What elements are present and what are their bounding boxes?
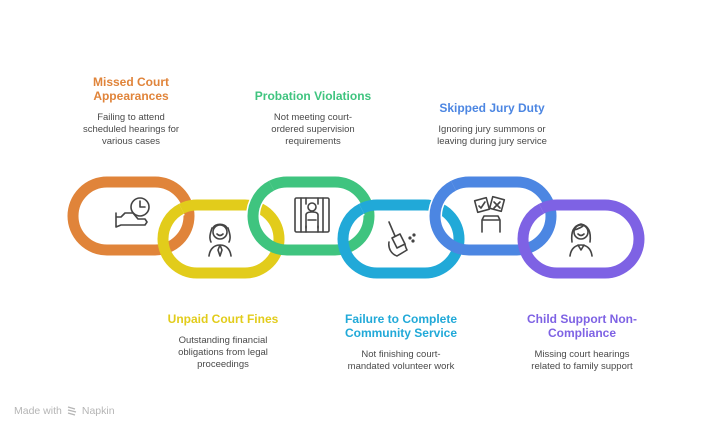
item-description-line: mandated volunteer work <box>347 361 455 372</box>
item-title-line: Probation Violations <box>254 89 372 103</box>
item-title-line: Skipped Jury Duty <box>439 101 545 115</box>
item-description: Not finishing court-mandated volunteer w… <box>316 349 486 373</box>
item-description-line: Not finishing court- <box>361 349 441 360</box>
item-description-line: proceedings <box>197 359 249 370</box>
napkin-brand-text: Napkin <box>81 405 115 417</box>
item-title-line: Missed Court <box>92 75 169 89</box>
item-description-line: related to family support <box>531 361 633 372</box>
broom-icon <box>388 221 416 257</box>
woman-icon <box>569 223 593 257</box>
chain-link-overlap-6 <box>517 203 545 240</box>
item-description-line: Outstanding financial <box>178 335 268 346</box>
item-title-line: Unpaid Court Fines <box>167 312 279 326</box>
item-description-line: obligations from legal <box>178 347 268 358</box>
chain-link-overlap-5 <box>429 180 457 217</box>
napkin-logo-icon <box>67 406 77 416</box>
item-description-line: Not meeting court- <box>273 112 353 123</box>
item-title: Probation Violations <box>228 89 398 103</box>
item-title-line: Community Service <box>344 326 458 340</box>
ballot-icon <box>473 195 506 233</box>
chain-link-overlap-3 <box>247 180 275 217</box>
item-title-line: Appearances <box>93 89 169 103</box>
item-description-line: requirements <box>285 136 341 147</box>
footer-attribution: Made with Napkin <box>14 405 115 417</box>
item-title-line: Failure to Complete <box>344 312 457 326</box>
made-with-text: Made with <box>14 405 62 417</box>
item-description-line: Ignoring jury summons or <box>438 124 546 135</box>
chain-link-overlap-2 <box>157 203 185 240</box>
item-description-line: Failing to attend <box>97 112 165 123</box>
hand-clock-icon <box>115 197 150 228</box>
item-title-line: Child Support Non- <box>527 312 637 326</box>
item-description-line: scheduled hearings for <box>82 124 180 135</box>
item-title: Skipped Jury Duty <box>407 101 577 115</box>
item-description-line: various cases <box>101 136 161 147</box>
item-title-line: Compliance <box>547 326 616 340</box>
item-title: Child Support Non-Compliance <box>497 312 667 340</box>
item-description-line: Missing court hearings <box>534 349 630 360</box>
chain-link-overlap-4 <box>337 203 365 240</box>
item-description-line: ordered supervision <box>271 124 355 135</box>
item-title: Unpaid Court Fines <box>138 312 308 326</box>
judge-icon <box>208 223 232 257</box>
chain-link-1 <box>67 176 195 256</box>
prisoner-icon <box>294 197 330 233</box>
item-description-line: leaving during jury service <box>437 136 547 147</box>
